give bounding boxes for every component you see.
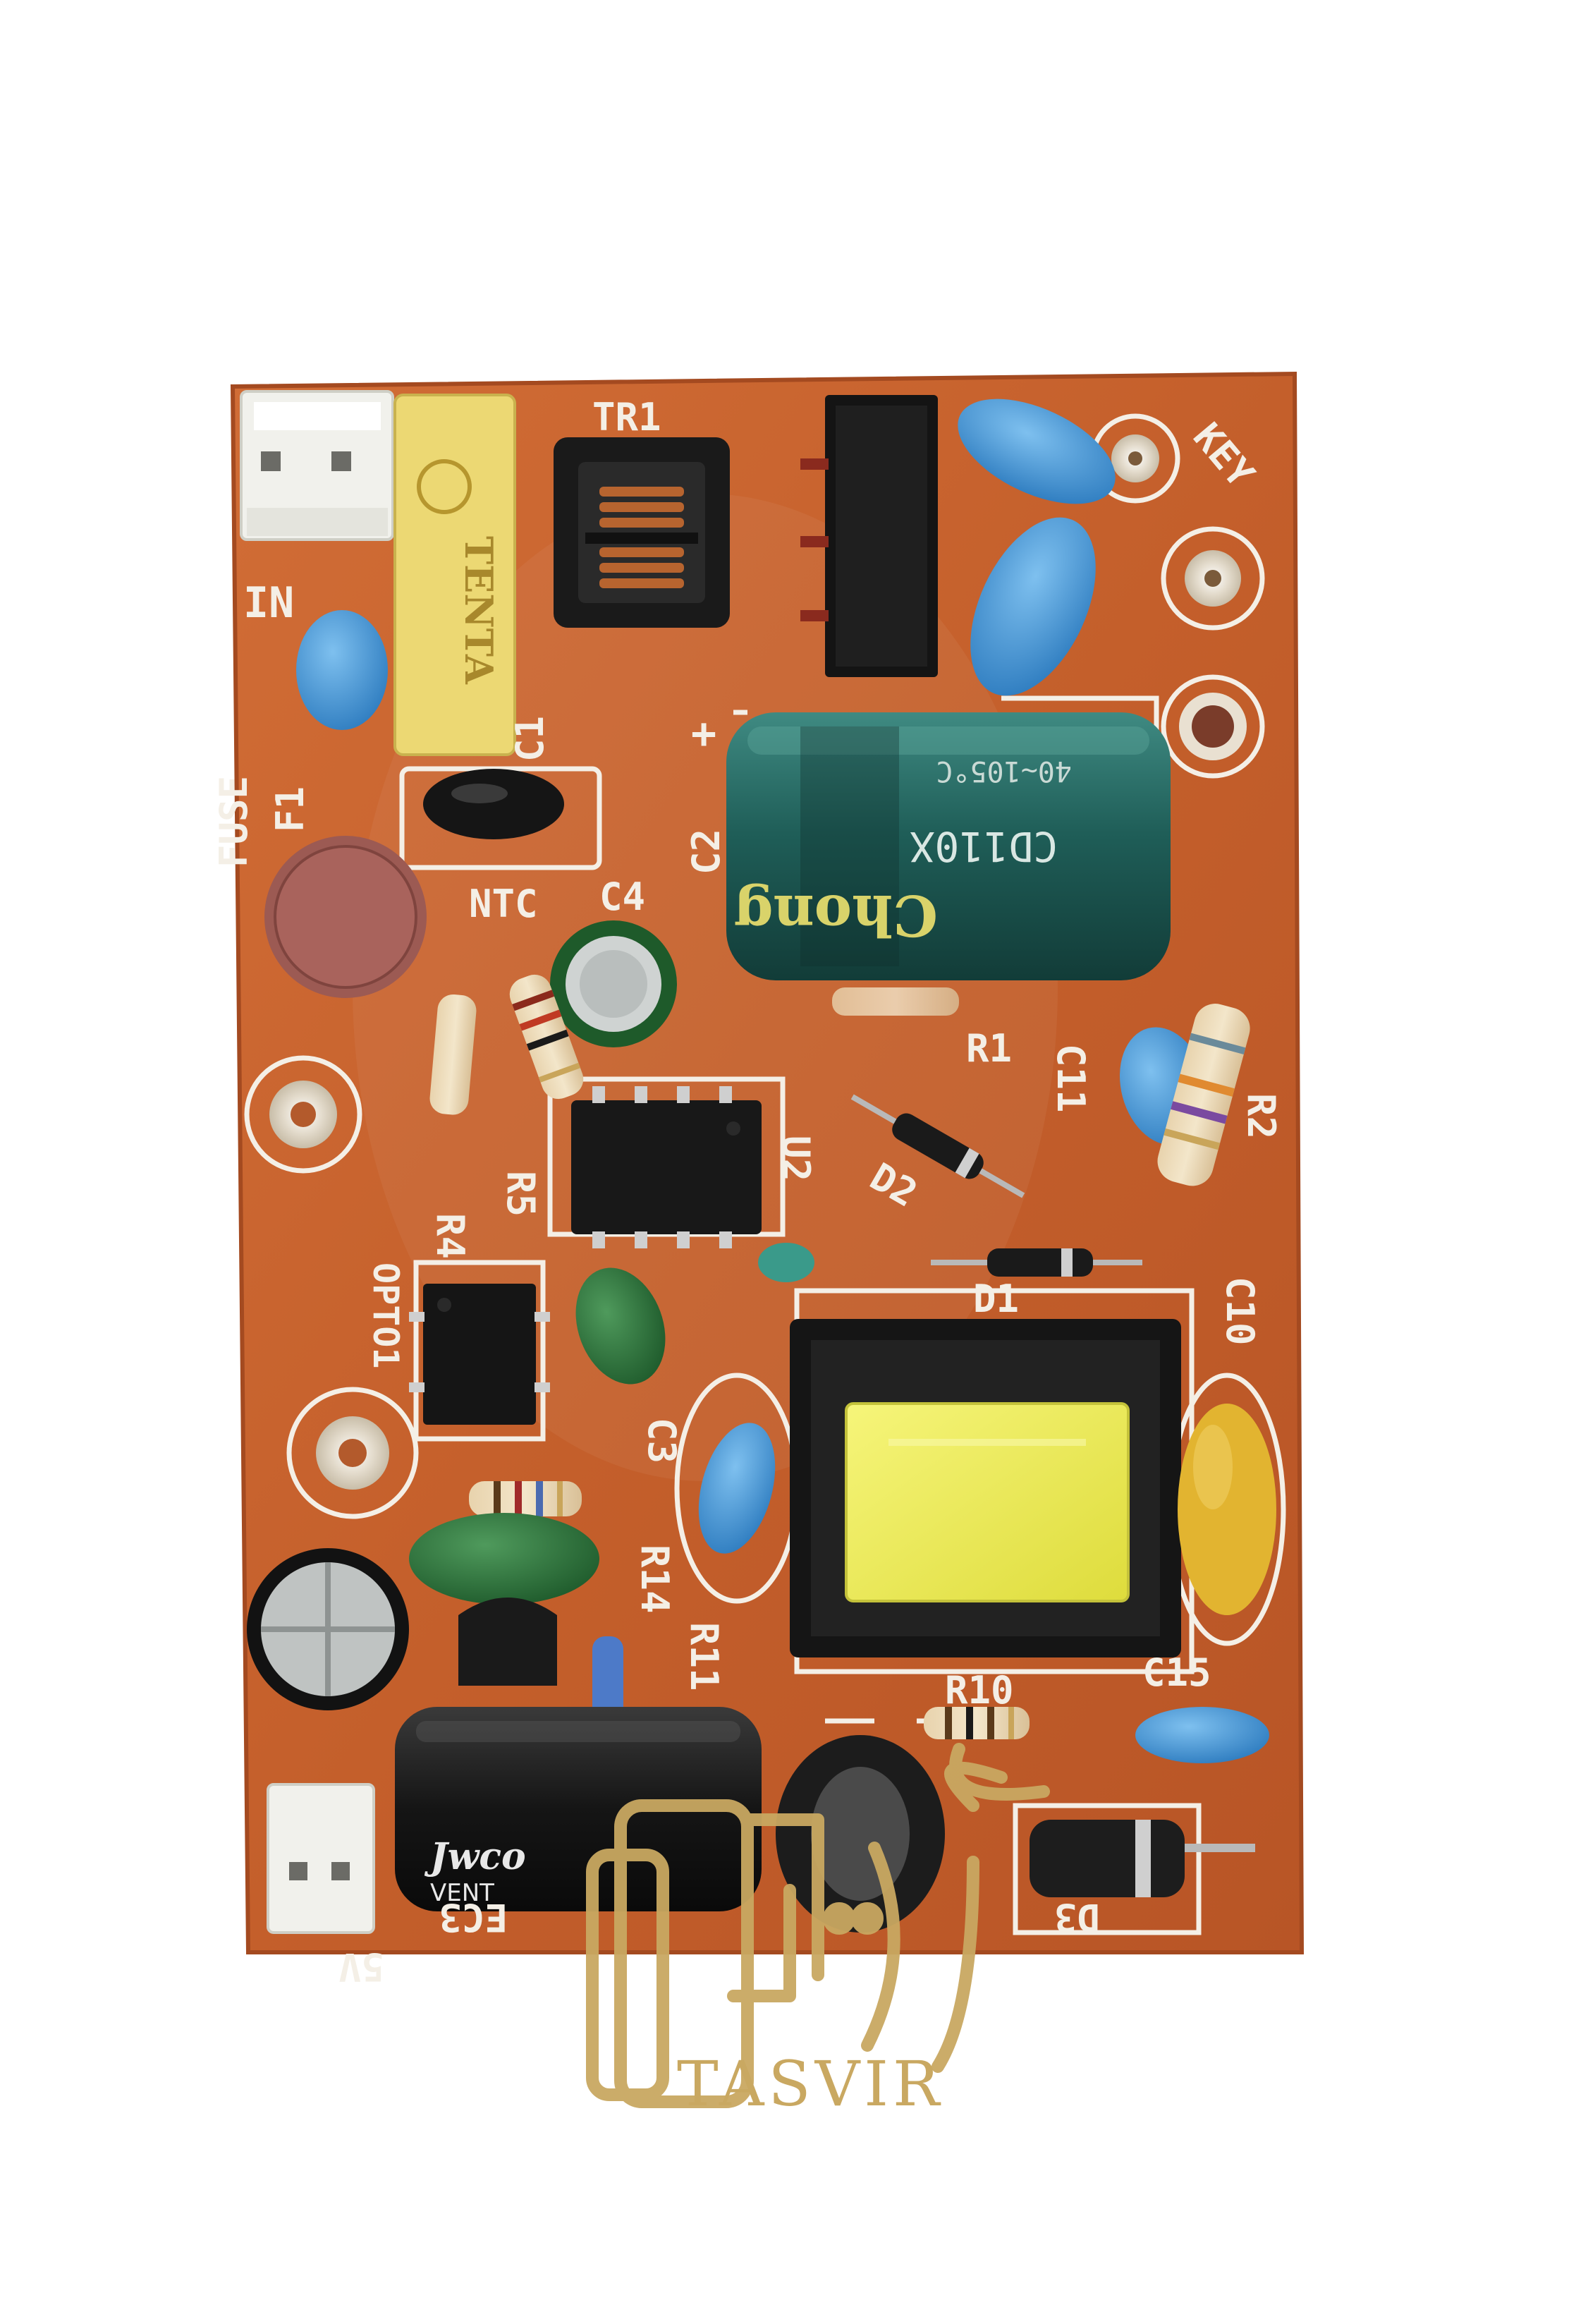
label-f1: F1 — [268, 786, 312, 832]
input-connector — [240, 390, 394, 541]
label-d3: D3 — [1054, 1895, 1100, 1940]
watermark-logo — [586, 1743, 1050, 2108]
capacitor-c4 — [550, 920, 677, 1047]
label-fuse: FUSE — [212, 776, 256, 868]
label-in: IN — [243, 578, 294, 628]
resistors — [429, 974, 1250, 1739]
pcb-board — [230, 371, 1305, 1954]
main-cap-brand: Chong — [734, 882, 938, 949]
ec3-brand: Jwco — [424, 1835, 526, 1878]
label-opto1: OPTO1 — [365, 1263, 406, 1369]
watermark-text: TASVIR — [677, 2048, 943, 2120]
label-c3: C3 — [640, 1418, 684, 1464]
green-film-caps — [409, 1267, 666, 1605]
common-mode-choke — [554, 437, 730, 628]
main-electrolytic-capacitor: Chong CD110X 40~105°C — [726, 712, 1171, 980]
silkscreen-labels: TR1 IN + KEY FUSE F1 C1 C2 NTC C4 R1 C11… — [212, 395, 1283, 1989]
label-r14: R14 — [633, 1545, 677, 1614]
label-c1: C1 — [508, 716, 552, 762]
bridge-rectifier — [800, 395, 938, 677]
label-c10: C10 — [1218, 1277, 1262, 1346]
x-capacitor: TENTA — [393, 394, 516, 756]
label-ntc: NTC — [469, 882, 538, 926]
ec3-vent: VENT — [430, 1879, 494, 1907]
main-cap-temp: 40~105°C — [936, 755, 1072, 787]
label-c11: C11 — [1049, 1044, 1093, 1113]
label-r2: R2 — [1239, 1093, 1283, 1139]
output-inductor — [776, 1735, 945, 1933]
capacitor-c10 — [1178, 1404, 1276, 1615]
label-d1: D1 — [973, 1277, 1019, 1321]
diodes — [850, 1094, 1255, 1897]
ntc-thermistor — [423, 769, 564, 839]
label-plus: + — [691, 709, 716, 758]
label-c15: C15 — [1142, 1650, 1211, 1695]
label-5v: 5V — [338, 1945, 384, 1989]
optocoupler — [409, 1284, 550, 1425]
fuse-f1 — [264, 836, 427, 998]
label-tr1: TR1 — [592, 395, 661, 439]
label-u2: U2 — [774, 1136, 818, 1181]
transistor — [458, 1598, 557, 1686]
main-cap-series: CD110X — [910, 822, 1058, 870]
label-ec3: EC3 — [439, 1895, 508, 1940]
label-r4: R4 — [428, 1213, 472, 1259]
label-r1: R1 — [966, 1026, 1012, 1071]
ic-u2 — [571, 1086, 762, 1248]
capacitor-ec3: Jwco VENT — [395, 1707, 762, 1911]
blue-ceramic-caps — [296, 399, 1269, 1763]
output-connector — [267, 1783, 375, 1934]
label-c4: C4 — [599, 875, 645, 919]
capacitor-left-output — [247, 1548, 409, 1710]
label-r11: R11 — [682, 1622, 726, 1691]
label-r10: R10 — [945, 1668, 1014, 1712]
x-cap-label: TENTA — [456, 536, 501, 685]
label-c2: C2 — [684, 829, 728, 875]
mounting-pads — [269, 434, 1247, 1490]
label-r5: R5 — [499, 1171, 543, 1217]
flyback-transformer — [790, 1319, 1181, 1657]
